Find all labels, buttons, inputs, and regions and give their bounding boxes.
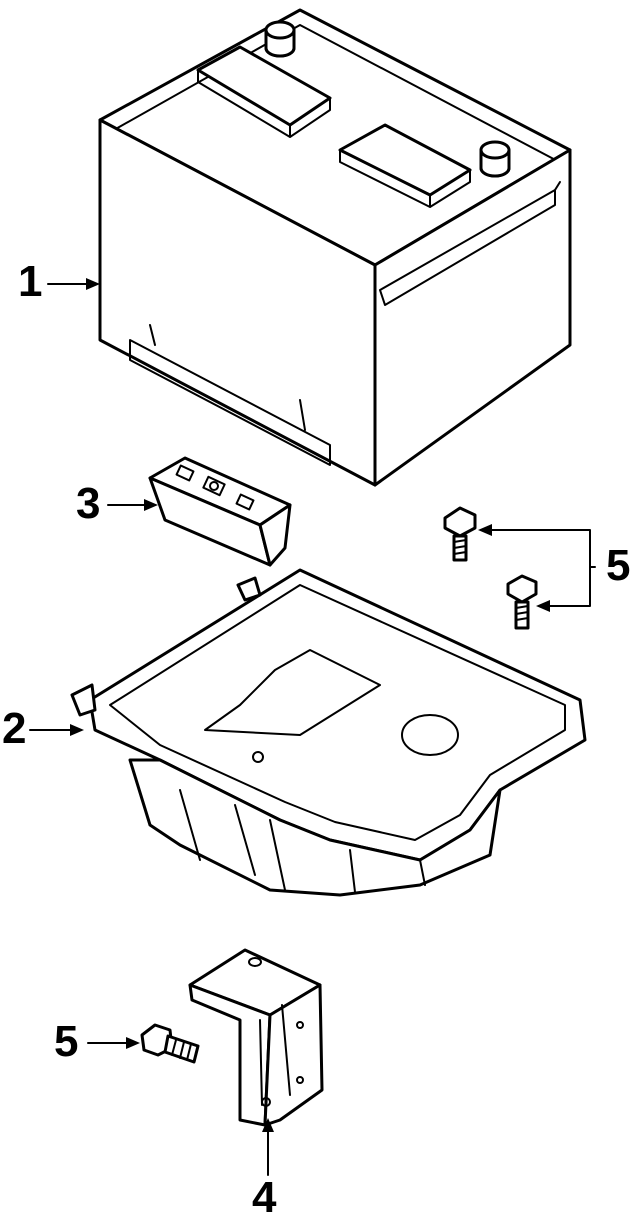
bolt-lower-part (140, 1023, 200, 1064)
callout-bracket: 4 (252, 1173, 277, 1222)
hold-down-part (148, 456, 292, 567)
bolts-upper-part (443, 506, 538, 630)
tray-part (70, 568, 587, 897)
leader-lines (29, 278, 596, 1176)
callout-hold-down: 3 (76, 479, 101, 528)
bracket-part (188, 948, 324, 1127)
battery-part (98, 8, 572, 487)
callout-tray: 2 (2, 704, 27, 753)
callout-bolt-upper: 5 (606, 541, 631, 590)
callout-bolt-lower: 5 (54, 1017, 79, 1066)
callout-battery: 1 (18, 257, 43, 306)
